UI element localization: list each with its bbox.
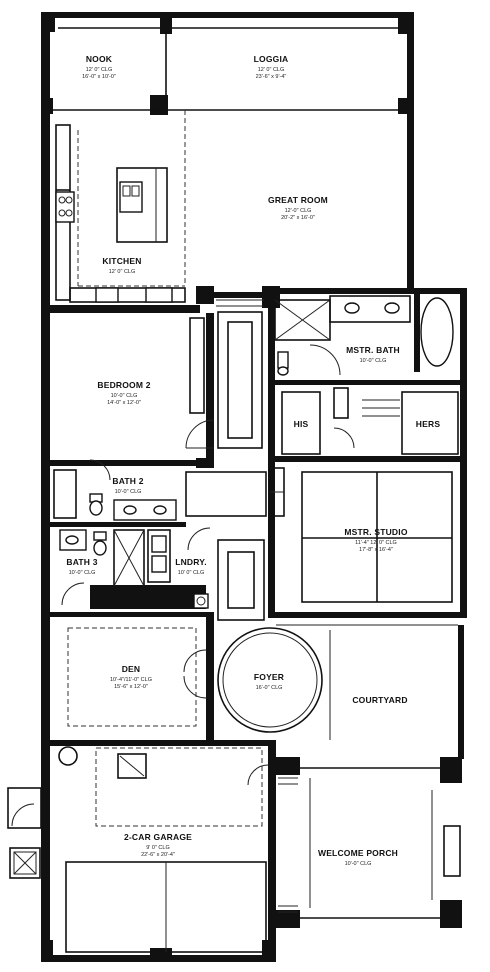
room-bath-2-ceiling: 10'-0" CLG <box>115 489 142 495</box>
room-bath-3-name: BATH 3 <box>66 557 97 567</box>
room-lndry: LNDRY. 10' 0" CLG <box>175 557 207 576</box>
room-mstr-studio-ceiling: 11'-4" 12' 0" CLG <box>355 540 397 546</box>
room-foyer-name: FOYER <box>254 672 284 682</box>
room-kitchen-ceiling: 12' 0" CLG <box>109 269 136 275</box>
room-garage-size: 22'-6" x 20'-4" <box>141 852 175 858</box>
room-bedroom-2-ceiling: 10'-0" CLG <box>111 393 138 399</box>
room-loggia: LOGGIA 12' 0" CLG 23'-6" x 9'-4" <box>254 54 289 80</box>
room-great-room: GREAT ROOM 12'-0" CLG 20'-2" x 16'-0" <box>268 195 328 221</box>
room-nook: NOOK 12' 0" CLG 16'-0" x 10'-0" <box>82 54 116 80</box>
room-bath-3: BATH 3 10'-0" CLG <box>66 557 97 576</box>
room-welcome-porch-ceiling: 10'-0" CLG <box>345 861 372 867</box>
room-courtyard-name: COURTYARD <box>352 695 407 705</box>
room-garage-ceiling: 9' 0" CLG <box>146 845 170 851</box>
room-welcome-porch: WELCOME PORCH 10'-0" CLG <box>318 848 398 867</box>
room-den-name: DEN <box>122 664 141 674</box>
room-foyer: FOYER 16'-0" CLG <box>254 672 284 691</box>
walls <box>41 12 467 962</box>
room-bath-2-name: BATH 2 <box>112 476 143 486</box>
room-mstr-bath-name: MSTR. BATH <box>346 345 400 355</box>
room-great-room-size: 20'-2" x 16'-0" <box>281 215 315 221</box>
room-hers-name: HERS <box>416 419 441 429</box>
room-bedroom-2-name: BEDROOM 2 <box>97 380 150 390</box>
room-loggia-ceiling: 12' 0" CLG <box>258 67 285 73</box>
room-den: DEN 10'-4"/11'-0" CLG 15'-6" x 12'-0" <box>110 664 152 690</box>
room-foyer-ceiling: 16'-0" CLG <box>256 685 283 691</box>
room-loggia-size: 23'-6" x 9'-4" <box>256 74 287 80</box>
interior-lines <box>7 27 461 953</box>
room-kitchen: KITCHEN 12' 0" CLG <box>102 256 141 275</box>
room-hers: HERS <box>416 419 441 429</box>
room-nook-name: NOOK <box>86 54 113 64</box>
room-welcome-porch-name: WELCOME PORCH <box>318 848 398 858</box>
room-loggia-name: LOGGIA <box>254 54 289 64</box>
room-mstr-studio-size: 17'-8" x 16'-4" <box>359 547 393 553</box>
room-bath-2: BATH 2 10'-0" CLG <box>112 476 143 495</box>
room-bedroom-2-size: 14'-0" x 12'-0" <box>107 400 141 406</box>
room-mstr-bath: MSTR. BATH 10'-0" CLG <box>346 345 400 364</box>
room-courtyard: COURTYARD <box>352 695 407 705</box>
room-nook-size: 16'-0" x 10'-0" <box>82 74 116 80</box>
room-his-name: HIS <box>294 419 309 429</box>
room-den-ceiling: 10'-4"/11'-0" CLG <box>110 677 152 683</box>
room-bath-3-ceiling: 10'-0" CLG <box>69 570 96 576</box>
room-great-room-ceiling: 12'-0" CLG <box>285 208 312 214</box>
room-lndry-ceiling: 10' 0" CLG <box>178 570 205 576</box>
room-den-size: 15'-6" x 12'-0" <box>114 684 148 690</box>
room-lndry-name: LNDRY. <box>175 557 207 567</box>
room-nook-ceiling: 12' 0" CLG <box>86 67 113 73</box>
room-garage-name: 2-CAR GARAGE <box>124 832 192 842</box>
room-kitchen-name: KITCHEN <box>102 256 141 266</box>
room-bedroom-2: BEDROOM 2 10'-0" CLG 14'-0" x 12'-0" <box>97 380 150 406</box>
room-his: HIS <box>294 419 309 429</box>
room-mstr-studio: MSTR. STUDIO 11'-4" 12' 0" CLG 17'-8" x … <box>344 527 408 553</box>
room-great-room-name: GREAT ROOM <box>268 195 328 205</box>
room-garage: 2-CAR GARAGE 9' 0" CLG 22'-6" x 20'-4" <box>124 832 192 858</box>
room-mstr-bath-ceiling: 10'-0" CLG <box>360 358 387 364</box>
room-mstr-studio-name: MSTR. STUDIO <box>344 527 408 537</box>
